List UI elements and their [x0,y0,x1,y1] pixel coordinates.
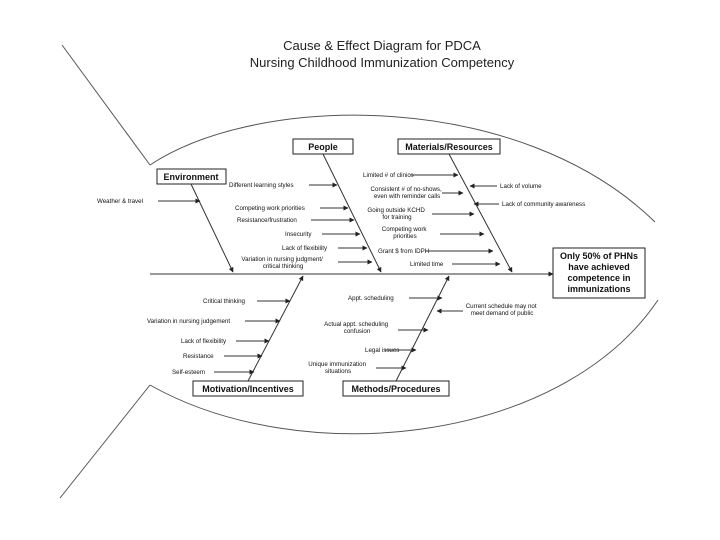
cause-materials-line: Consistent # of no-shows, [371,186,442,193]
bone-motivation [247,275,304,382]
cause-materials: Consistent # of no-shows, even with remi… [371,186,444,200]
cause-materials: Competing work priorities [382,226,428,240]
cause-people: Variation in nursing judgment/ critical … [241,256,324,270]
diagram-title-line1: Cause & Effect Diagram for PDCA [283,38,481,53]
bone-people [322,153,382,273]
effect-box: Only 50% of PHNs have achieved competenc… [552,247,646,299]
cause-materials: Grant $ from IDPH [378,248,429,255]
cause-motivation: Resistance [183,353,214,360]
category-motivation: Motivation/Incentives [192,380,304,397]
cause-methods-line: confusion [344,328,371,335]
bone-environment [190,183,234,273]
effect-line: have achieved [568,262,630,272]
category-materials: Materials/Resources [397,138,501,155]
sub-cause-materials: Lack of volume [500,183,542,190]
fish-tail-upper [61,44,151,166]
cause-materials-line: Competing work [382,226,428,233]
cause-methods: Appt. scheduling [348,295,394,302]
cause-people: Different learning styles [229,182,294,189]
cause-people-line: Variation in nursing judgment/ [241,256,323,263]
cause-environment: Weather & travel [97,198,143,205]
cause-people-line: critical thinking [263,263,304,270]
cause-methods: Actual appt. scheduling confusion [324,321,390,335]
category-methods: Methods/Procedures [342,380,450,397]
category-label-materials: Materials/Resources [405,142,493,152]
cause-materials-line: Going outside KCHD [367,207,425,214]
cause-methods: Legal issues [365,347,399,354]
fish-body-lower [149,299,659,435]
cause-people: Competing work priorities [235,205,305,212]
fish-body-upper [149,114,656,223]
cause-materials: Limited # of clinics [363,172,414,179]
cause-methods-line: Actual appt. scheduling [324,321,389,328]
cause-methods: Unique immunization situations [308,361,368,375]
sub-cause-materials: Lack of community awareness [502,201,585,208]
diagram-title-line2: Nursing Childhood Immunization Competenc… [250,55,515,70]
cause-motivation: Variation in nursing judgement [147,318,230,325]
cause-materials-line: priorities [393,233,416,240]
cause-motivation: Self-esteem [172,369,205,376]
cause-materials-line: even with reminder calls [374,193,440,200]
category-label-environment: Environment [163,172,218,182]
effect-line: competence in [567,273,630,283]
category-people: People [292,138,354,155]
bone-methods [395,275,450,382]
category-label-methods: Methods/Procedures [351,384,440,394]
fish-tail-lower [59,384,151,499]
cause-materials: Going outside KCHD for training [367,207,426,221]
cause-people: Lack of flexibility [282,245,328,252]
category-label-people: People [308,142,338,152]
effect-box-frame [552,247,646,299]
sub-cause-methods-line: meet demand of public [471,310,534,317]
cause-materials: Limited time [410,261,444,268]
cause-methods-line: Unique immunization [308,361,366,368]
bone-materials [448,153,513,273]
sub-cause-methods-line: Current schedule may not [466,303,537,310]
category-label-motivation: Motivation/Incentives [202,384,294,394]
cause-people: Insecurity [285,231,312,238]
cause-motivation: Lack of flexibility [181,338,227,345]
fish-outline [59,44,659,499]
cause-people: Resistance/frustration [237,217,297,224]
effect-line: Only 50% of PHNs [560,251,638,261]
category-environment: Environment [156,168,227,185]
sub-cause-methods: Current schedule may not meet demand of … [466,303,539,317]
cause-methods-line: situations [325,368,351,375]
effect-line: immunizations [567,284,630,294]
cause-motivation: Critical thinking [203,298,246,305]
cause-materials-line: for training [382,214,412,221]
